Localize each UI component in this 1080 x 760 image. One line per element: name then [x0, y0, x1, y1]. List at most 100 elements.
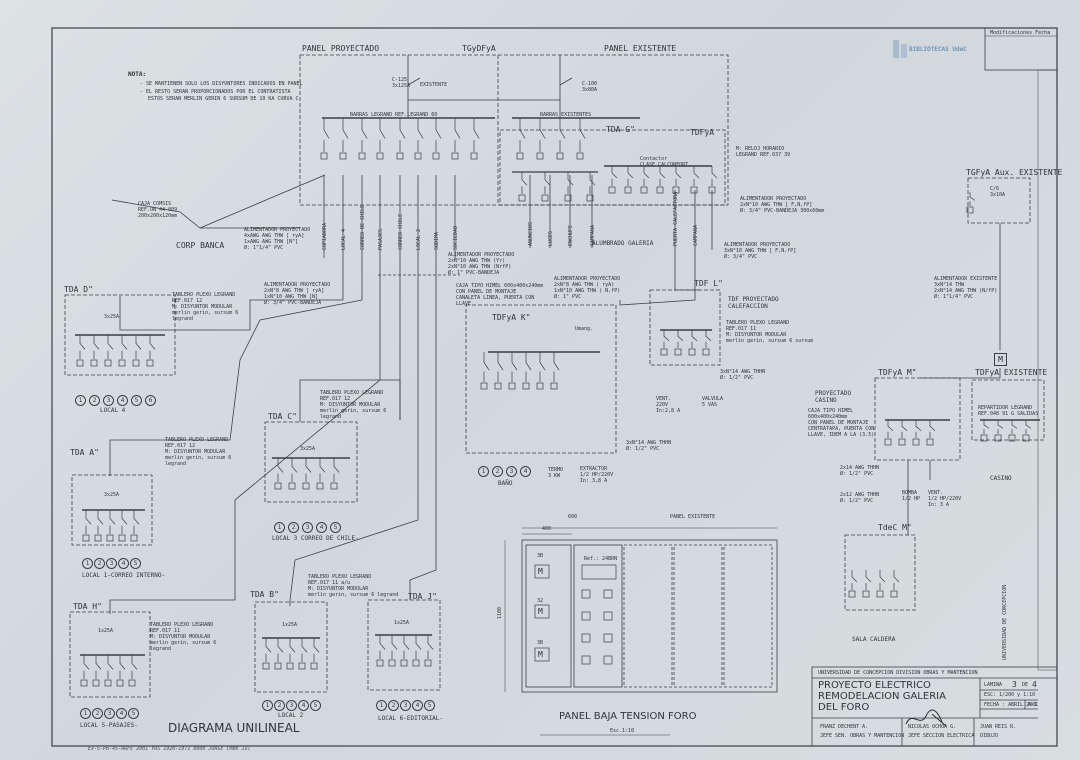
breaker-symbol	[656, 166, 666, 194]
circuit-number: 4	[520, 466, 531, 477]
tda-d-title: TDA D"	[64, 285, 93, 294]
breaker-symbol	[508, 352, 518, 390]
main-breaker-proj: C-125 3x125A	[392, 77, 411, 89]
breaker-symbol	[1022, 420, 1032, 442]
breaker-symbol	[358, 118, 368, 160]
breaker-symbol	[660, 330, 670, 356]
breaker-symbol	[672, 166, 682, 194]
breaker-symbol	[92, 655, 102, 687]
alimentador-5: ALIMENTADOR PROYECTADO 2xN°10 AWG THW (Y…	[448, 252, 515, 276]
breaker-symbol	[688, 330, 698, 356]
tdfya-exist-note: REPARTIDOR LEGRAND REF.048 91 G SALIDAS	[978, 405, 1039, 417]
tda-j-local: LOCAL 6-EDITORIAL-	[378, 715, 444, 722]
reloj-note: M: RELOJ HORARIO LEGRAND REF.037 39	[736, 146, 791, 158]
tgydfya-label: TGyDFyA	[462, 44, 496, 53]
breaker-symbol	[298, 638, 308, 670]
tdfya-title: TDFyA	[690, 128, 715, 137]
tda-a-note: TABLERO PLEXO LEGRAND REF.017 12 M: DISY…	[165, 437, 232, 467]
vent-label: VENT. 1/2 HP/220V In: 3 A	[928, 490, 962, 508]
breaker-symbol	[116, 655, 126, 687]
tda-a-local: LOCAL 1-CORREO INTERNO-	[82, 572, 166, 579]
breaker-symbol	[132, 335, 142, 367]
tb-project-2: REMODELACION GALERIA	[818, 691, 946, 702]
breaker-symbol	[994, 420, 1004, 442]
circuit-number: 3	[104, 708, 115, 719]
breaker-symbol	[876, 570, 886, 598]
tgfya-aux-main: C/6 3x10A	[990, 186, 1006, 198]
tdf-l-cable-2: 3xN°14 AWG THHN Ø: 1/2" PVC	[626, 440, 672, 452]
tb-lamina-num: 3	[1012, 680, 1017, 689]
circuit-number: 3	[506, 466, 517, 477]
barras-exist: BARRAS EXISTENTES	[540, 112, 592, 118]
breaker-symbol	[104, 335, 114, 367]
breaker-symbol	[541, 172, 551, 202]
alumbrado-galeria: ALUMBRADO GALERIA	[592, 240, 654, 247]
tda-c-local: LOCAL 3 CORREO DE CHILE-	[272, 535, 359, 542]
circuit-number: 2	[94, 558, 105, 569]
bomba-label: BOMBA 1/2 HP	[902, 490, 921, 502]
baja-panel-existente: PANEL EXISTENTE	[670, 514, 716, 520]
circuit-number: 4	[117, 395, 128, 406]
tb-sig3-name: JUAN REIS R.	[980, 724, 1017, 730]
breaker-symbol	[424, 635, 434, 667]
baja-ref: Ref.: 24BRN	[584, 556, 618, 562]
tdfya-k-title: TDFyA K"	[492, 313, 531, 322]
tb-sig2-role: JEFE SECCION ELECTRICA	[908, 733, 975, 739]
circuit-number: 5	[310, 700, 321, 711]
circuit-number: 1	[478, 466, 489, 477]
sala-caldera: SALA CALDERA	[852, 636, 896, 643]
breaker-symbol	[302, 458, 312, 490]
breaker-symbol	[586, 172, 596, 202]
breaker-symbol	[564, 172, 574, 202]
panel-proyectado-label: PANEL PROYECTADO	[302, 44, 380, 53]
breaker-symbol	[262, 638, 272, 670]
circuit-number: 5	[130, 558, 141, 569]
circuit-number: 6	[145, 395, 156, 406]
breaker-symbol	[376, 635, 386, 667]
tda-b-local: LOCAL 2	[278, 712, 304, 719]
feeder-label: ENCHUFE	[568, 224, 574, 246]
breaker-symbol	[130, 510, 140, 542]
tda-d-note: TABLERO PLEXO LEGRAND REF.017 12 M: DISY…	[172, 292, 239, 322]
tb-side-stamp: UNIVERSIDAD DE CONCEPCION	[1002, 584, 1008, 660]
circuit-number: 5	[330, 522, 341, 533]
tda-h-note: TABLERO PLEXO LEGRAND REF.017 11 M: DISY…	[150, 622, 217, 652]
tb-sig3-role: DIBUJO	[980, 733, 999, 739]
feeder-label: CAMPANA	[590, 224, 596, 246]
tdf-l-note: TABLERO PLEXO LEGRAND REF.017 11 M: DISY…	[726, 320, 814, 344]
breaker-symbol	[90, 335, 100, 367]
breaker-symbol	[274, 638, 284, 670]
circuit-number: 1	[262, 700, 273, 711]
alimentador-1: ALIMENTADOR PROYECTADO 4xAWG AWG THW [ r…	[244, 227, 311, 251]
breaker-symbol	[516, 118, 526, 160]
nota-line-2: - EL RESTO SERAN PROPORCIONADOS POR EL C…	[140, 89, 291, 95]
feeder-label: CORREO CHILE	[398, 213, 404, 250]
breaker-symbol	[690, 166, 700, 194]
feeder-label: LUCES	[548, 230, 554, 246]
tda-b-title: TDA B"	[250, 590, 279, 599]
tdfya-k-bano: BAÑO	[498, 480, 513, 487]
existente-tag: EXISTENTE	[420, 82, 448, 88]
caja-comsis: CAJA COMSIS REF.ON 44-009 200x200x120mm	[138, 201, 178, 219]
cab-num-3: 3B	[537, 640, 544, 646]
tda-a-main: 3x25A	[104, 492, 120, 498]
breaker-symbol	[848, 570, 858, 598]
breaker-symbol	[286, 638, 296, 670]
circuit-number: 1	[80, 708, 91, 719]
feeder-label: SODIMA	[434, 231, 440, 250]
feeder-label: SOCIEDAD	[453, 225, 459, 250]
breaker-symbol	[94, 510, 104, 542]
breaker-symbol	[674, 330, 684, 356]
motor-symbol: M	[994, 353, 1007, 366]
tb-fecha: FECHA : ABRIL 2001	[984, 702, 1039, 708]
tdfya-k-umang: Umang.	[575, 326, 594, 332]
circuit-number: 3	[400, 700, 411, 711]
cab-num-2: 32	[537, 598, 544, 604]
alimentador-6: ALIMENTADOR PROYECTADO 2xN°8 AWG THW ( r…	[554, 276, 621, 300]
tdfya-m-proj: PROYECTADO CASINO	[815, 390, 852, 404]
circuit-number: 4	[412, 700, 423, 711]
nota-line-3: ESTOS SERAN MERLIN GERIN 6 SURSUM DE 10 …	[148, 96, 299, 102]
tda-c-title: TDA C"	[268, 412, 297, 421]
feeder-label: PASAJES	[378, 228, 384, 250]
